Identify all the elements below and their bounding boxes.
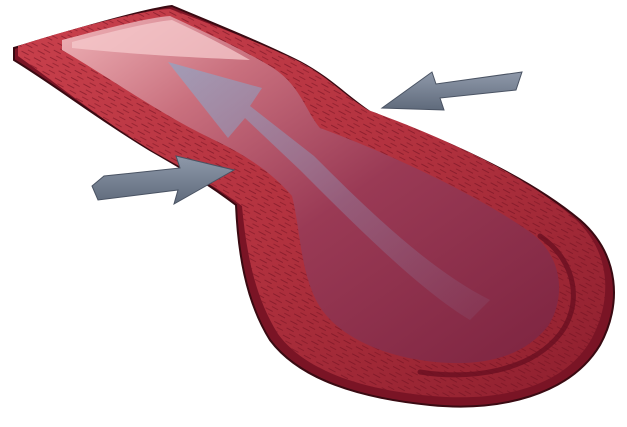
arrow-left-icon: [382, 72, 522, 110]
